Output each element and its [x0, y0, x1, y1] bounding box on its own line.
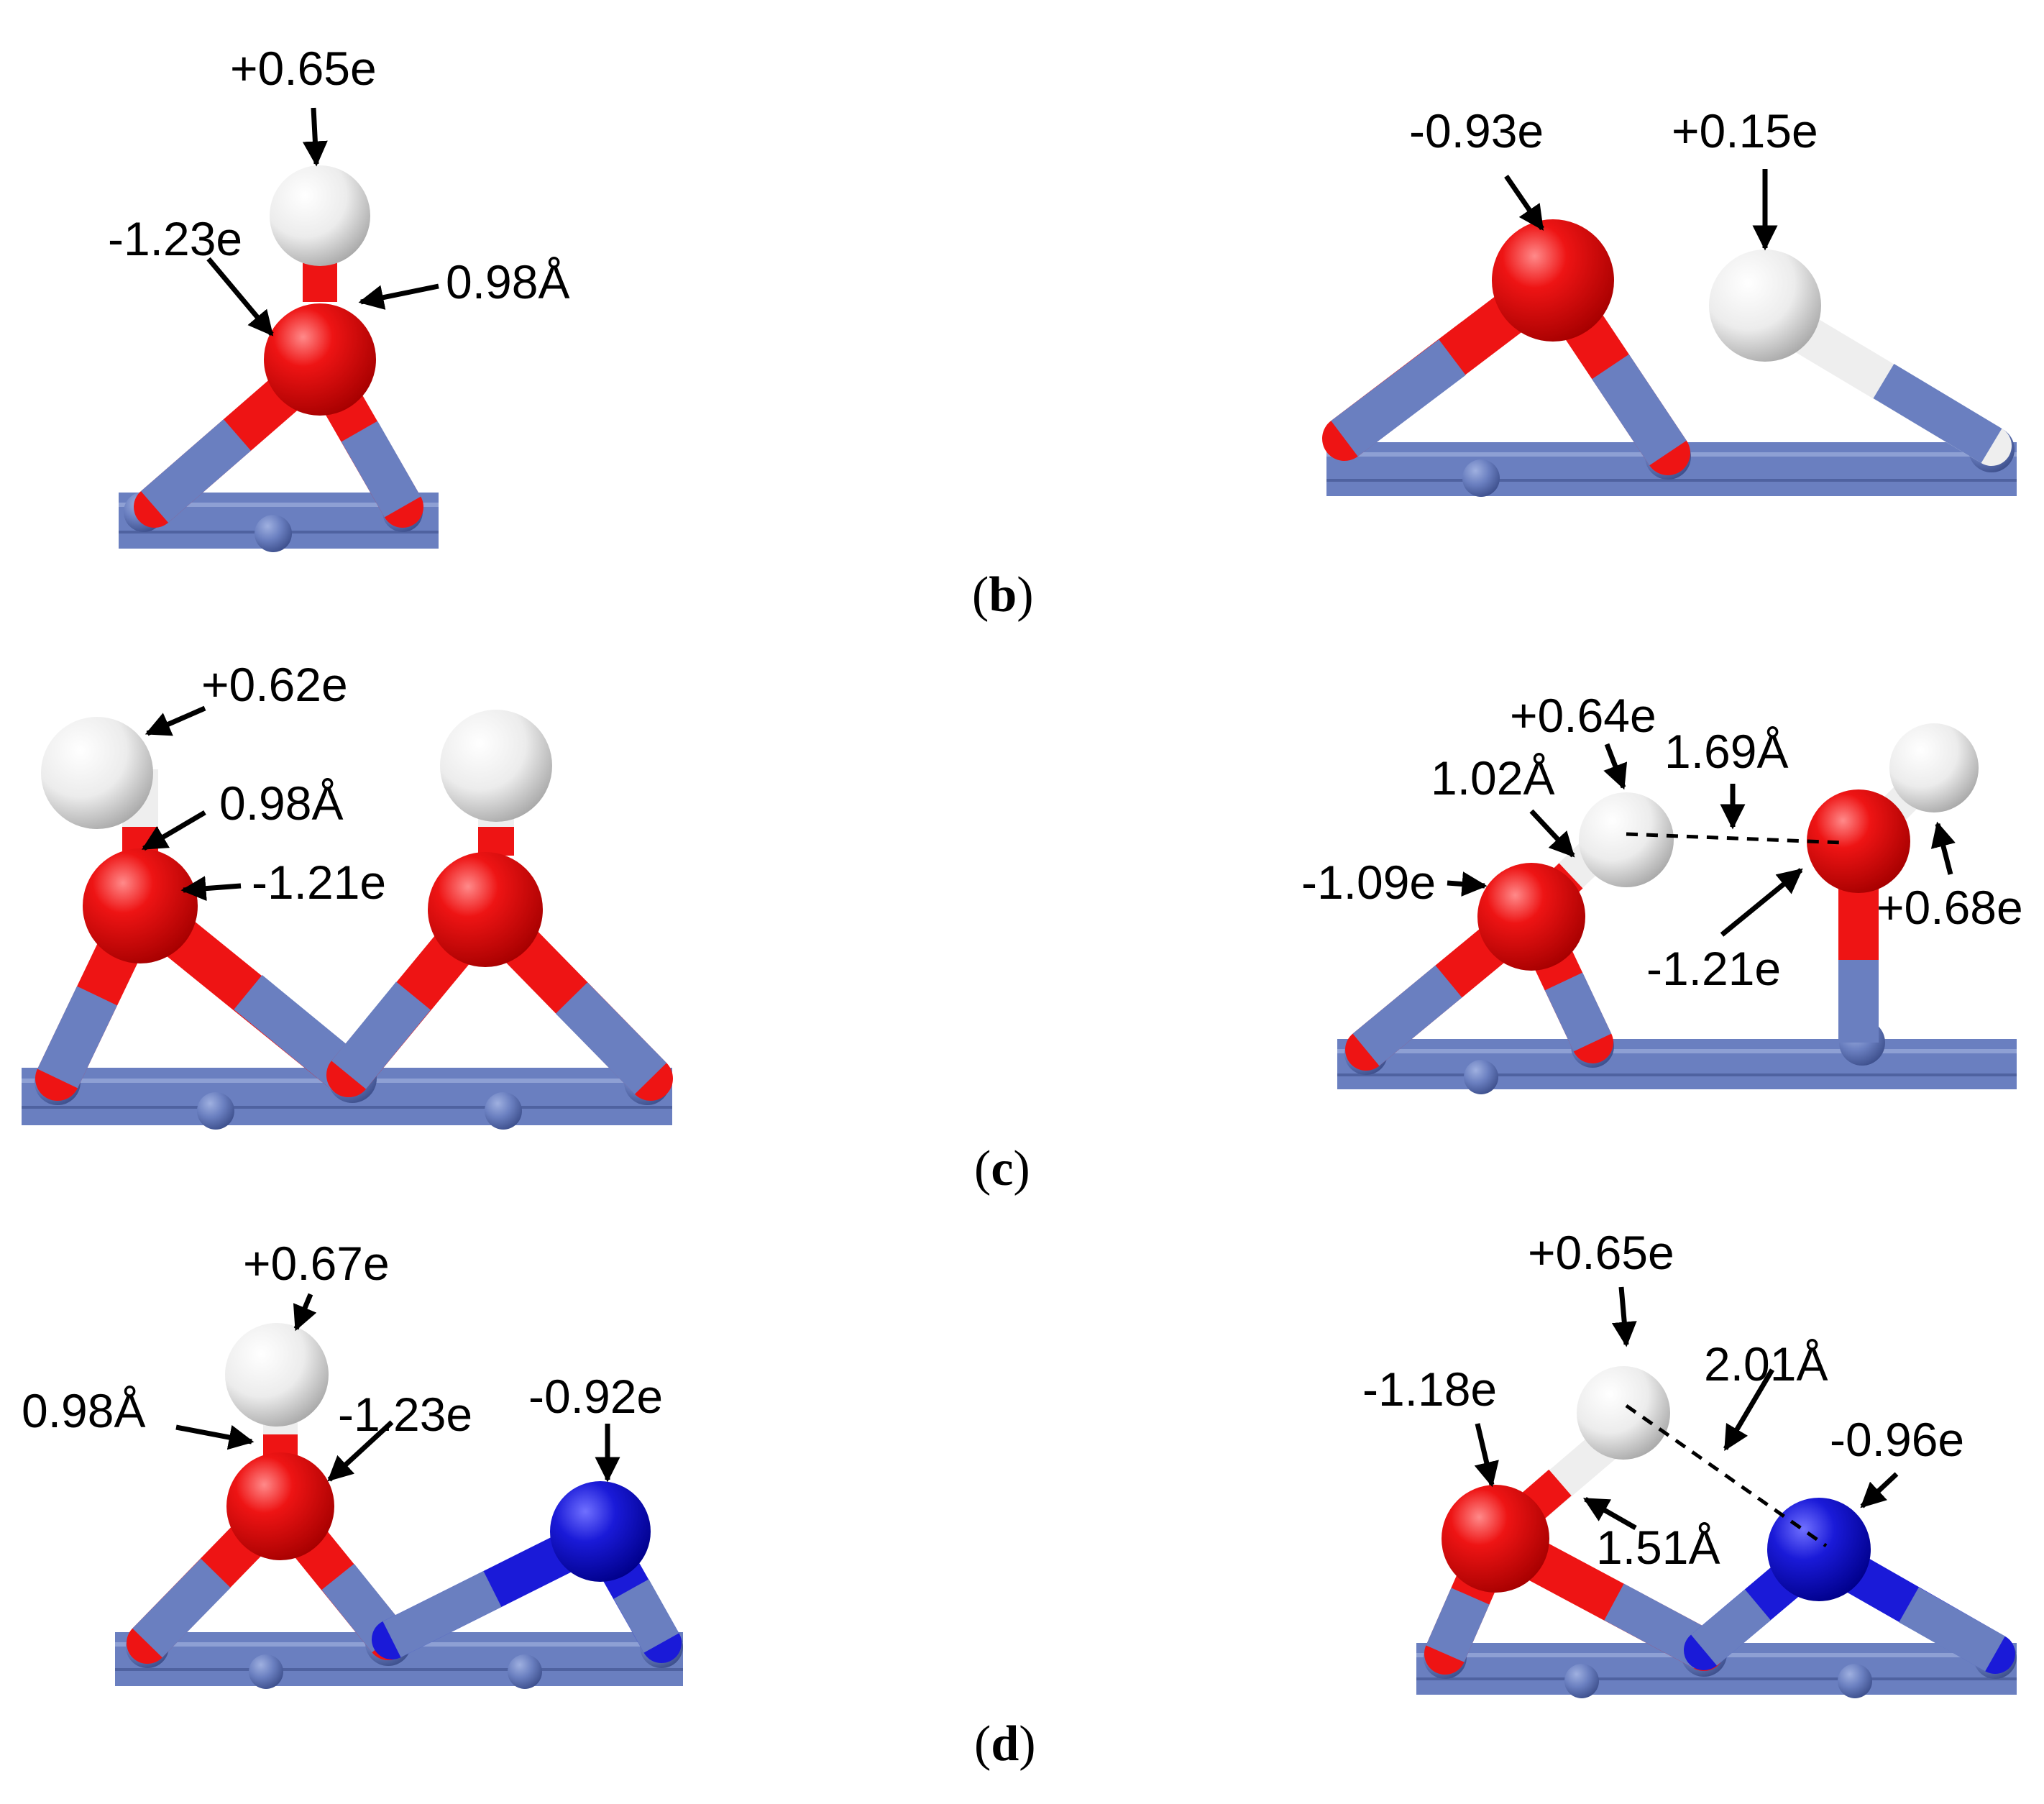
oxygen-atom [1477, 863, 1585, 971]
subfigure-label-d: (d) [974, 1716, 1036, 1772]
o-charge-label: -1.23e [338, 1388, 472, 1441]
hydrogen-atom [225, 1323, 329, 1427]
subfigure-label-b: (b) [972, 567, 1034, 623]
metal-surface [1337, 1020, 2017, 1094]
oxygen-atom [226, 1452, 334, 1560]
oh1-bond-length-label: 1.02Å [1431, 751, 1554, 805]
hydrogen-bond-dash [1625, 1404, 1828, 1548]
h-charge-label: +0.62e [201, 658, 348, 711]
oxygen-atom [264, 303, 376, 416]
oh-bond-length-label: 0.98Å [219, 777, 343, 830]
oh-bond-length-label: 0.98Å [446, 255, 569, 308]
h-charge-label: +0.65e [230, 42, 377, 95]
panel-mid-right: +0.64e 1.69Å 1.02Å -1.09e -1.21e +0.68e [1301, 689, 2023, 1094]
o2-charge-label: -1.21e [1646, 942, 1781, 995]
hydrogen-atom [41, 717, 153, 829]
panel-top-left: +0.65e -1.23e 0.98Å [108, 42, 569, 552]
annotation-arrows [206, 107, 439, 336]
oxygen-atom [1807, 789, 1910, 893]
oh-bond-length-label: 0.98Å [22, 1384, 145, 1437]
panel-mid-left: +0.62e 0.98Å -1.21e [22, 658, 673, 1130]
o-charge-label: -1.21e [252, 856, 386, 909]
o-charge-label: -1.18e [1362, 1363, 1497, 1416]
hydrogen-bond-dash [1626, 832, 1845, 845]
panel-bot-right: +0.65e 2.01Å -1.18e -0.96e 1.51Å [1362, 1226, 2017, 1698]
h2-charge-label: +0.68e [1876, 881, 2023, 934]
oxygen-atom [1492, 219, 1614, 342]
annotation-arrows [141, 705, 242, 902]
oxygen-atom [428, 852, 543, 967]
oxygen-atom [1442, 1485, 1549, 1593]
h1-charge-label: +0.64e [1510, 689, 1656, 742]
h-charge-label: +0.65e [1528, 1226, 1674, 1279]
hydrogen-atom [270, 165, 370, 266]
annotation-arrows [1474, 1286, 1899, 1531]
h-charge-label: +0.67e [243, 1237, 390, 1290]
n-charge-label: -0.92e [528, 1370, 663, 1423]
annotation-arrows [175, 1293, 620, 1483]
hydrogen-atom [1709, 249, 1821, 362]
panel-top-right: -0.93e +0.15e [1322, 104, 2017, 497]
o1-charge-label: -1.09e [1301, 856, 1436, 909]
hydrogen-atom [1579, 792, 1674, 887]
annotation-arrows [1504, 169, 1778, 251]
oh-bond-length-label: 1.51Å [1596, 1521, 1720, 1574]
hydrogen-atom [1889, 723, 1979, 812]
o-charge-label: -0.93e [1409, 104, 1544, 157]
o-charge-label: -1.23e [108, 212, 242, 265]
bonds [1322, 258, 2012, 475]
panel-bot-left: +0.67e 0.98Å -1.23e -0.92e [22, 1237, 683, 1689]
hbond-length-label: 1.69Å [1664, 725, 1788, 778]
hydrogen-atom [1577, 1366, 1670, 1460]
h-charge-label: +0.15e [1672, 104, 1818, 157]
hydrogen-atom [440, 710, 552, 822]
n-charge-label: -0.96e [1830, 1413, 1964, 1466]
hn-distance-label: 2.01Å [1704, 1337, 1828, 1391]
subfigure-label-c: (c) [974, 1141, 1030, 1196]
oxygen-atom [83, 848, 198, 963]
nitrogen-atom [550, 1481, 651, 1582]
annotation-arrows [1447, 743, 1956, 937]
